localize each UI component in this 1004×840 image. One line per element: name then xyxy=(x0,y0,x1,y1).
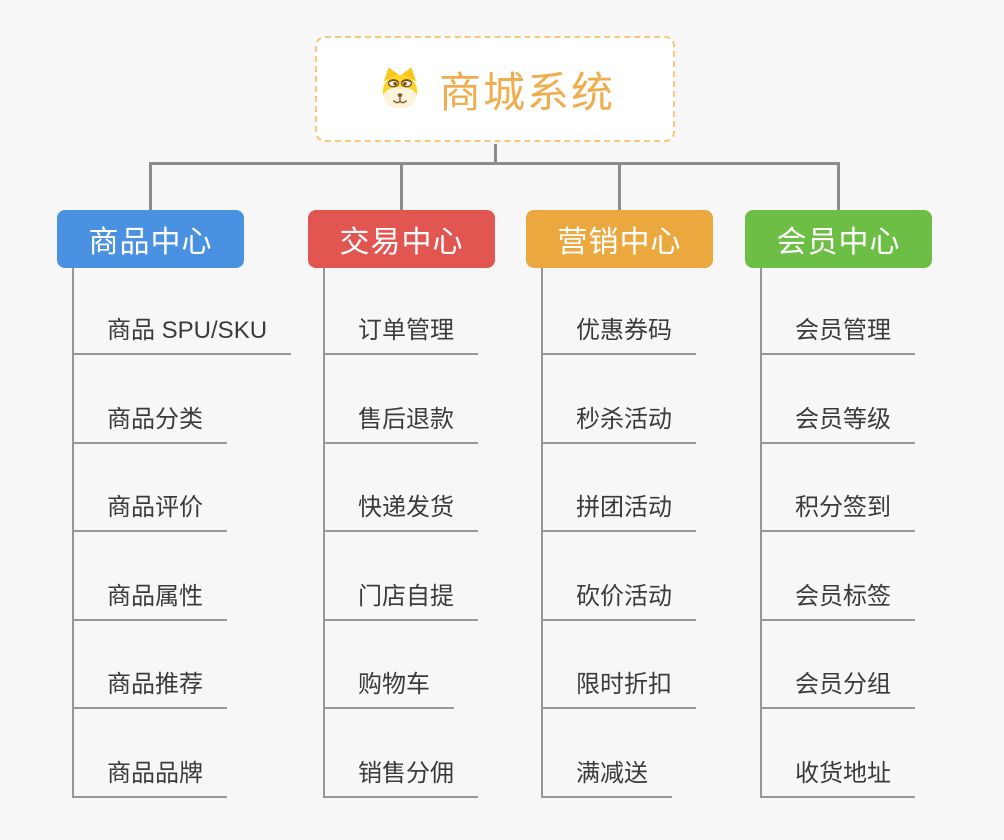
leaf-row: 积分签到 xyxy=(762,444,932,532)
leaf-item[interactable]: 商品分类 xyxy=(74,399,227,444)
leaf-item[interactable]: 门店自提 xyxy=(325,576,478,621)
branch-member: 会员中心会员管理会员等级积分签到会员标签会员分组收货地址 xyxy=(745,210,932,798)
leaf-row: 售后退款 xyxy=(325,355,495,444)
leaf-row: 销售分佣 xyxy=(325,709,495,798)
leaf-item[interactable]: 商品 SPU/SKU xyxy=(74,310,292,355)
connector-root-drop xyxy=(494,144,497,163)
leaf-row: 会员标签 xyxy=(762,532,932,621)
branch-marketing: 营销中心优惠券码秒杀活动拼团活动砍价活动限时折扣满减送 xyxy=(526,210,713,798)
leaf-row: 优惠券码 xyxy=(543,268,713,355)
leaf-row: 商品 SPU/SKU xyxy=(74,268,292,355)
leaf-row: 限时折扣 xyxy=(543,621,713,709)
leaf-row: 会员管理 xyxy=(762,268,932,355)
leaf-item[interactable]: 积分签到 xyxy=(762,487,915,532)
branch-trade: 交易中心订单管理售后退款快递发货门店自提购物车销售分佣 xyxy=(308,210,495,798)
leaf-item[interactable]: 收货地址 xyxy=(762,753,915,798)
leaf-row: 秒杀活动 xyxy=(543,355,713,444)
leaf-row: 收货地址 xyxy=(762,709,932,798)
leaf-list-trade: 订单管理售后退款快递发货门店自提购物车销售分佣 xyxy=(323,268,495,798)
leaf-row: 会员分组 xyxy=(762,621,932,709)
dog-face-icon xyxy=(382,67,418,109)
leaf-item[interactable]: 砍价活动 xyxy=(543,576,696,621)
leaf-item[interactable]: 商品属性 xyxy=(74,576,227,621)
leaf-list-member: 会员管理会员等级积分签到会员标签会员分组收货地址 xyxy=(760,268,932,798)
leaf-item[interactable]: 商品品牌 xyxy=(74,753,227,798)
connector-drop-member xyxy=(837,162,840,210)
leaf-item[interactable]: 会员分组 xyxy=(762,664,915,709)
leaf-list-marketing: 优惠券码秒杀活动拼团活动砍价活动限时折扣满减送 xyxy=(541,268,713,798)
leaf-row: 拼团活动 xyxy=(543,444,713,532)
leaf-item[interactable]: 秒杀活动 xyxy=(543,399,696,444)
leaf-row: 快递发货 xyxy=(325,444,495,532)
leaf-item[interactable]: 会员管理 xyxy=(762,310,915,355)
leaf-row: 购物车 xyxy=(325,621,495,709)
leaf-row: 商品属性 xyxy=(74,532,291,621)
category-node-trade[interactable]: 交易中心 xyxy=(308,210,495,268)
leaf-row: 商品推荐 xyxy=(74,621,291,709)
leaf-item[interactable]: 会员等级 xyxy=(762,399,915,444)
branch-product: 商品中心商品 SPU/SKU 商品分类商品评价商品属性商品推荐商品品牌 xyxy=(57,210,292,798)
leaf-item[interactable]: 会员标签 xyxy=(762,576,915,621)
leaf-list-product: 商品 SPU/SKU 商品分类商品评价商品属性商品推荐商品品牌 xyxy=(72,268,292,798)
leaf-row: 会员等级 xyxy=(762,355,932,444)
leaf-row: 商品分类 xyxy=(74,355,291,444)
leaf-item[interactable]: 售后退款 xyxy=(325,399,478,444)
leaf-item[interactable]: 拼团活动 xyxy=(543,487,696,532)
leaf-row: 门店自提 xyxy=(325,532,495,621)
connector-drop-product xyxy=(149,162,152,210)
category-node-member[interactable]: 会员中心 xyxy=(745,210,932,268)
leaf-item[interactable]: 限时折扣 xyxy=(543,664,696,709)
category-node-product[interactable]: 商品中心 xyxy=(57,210,244,268)
leaf-row: 订单管理 xyxy=(325,268,495,355)
root-node[interactable]: 商城系统 xyxy=(315,36,675,142)
leaf-item[interactable]: 销售分佣 xyxy=(325,753,478,798)
leaf-item[interactable]: 购物车 xyxy=(325,664,454,709)
leaf-row: 商品评价 xyxy=(74,444,291,532)
connector-drop-marketing xyxy=(618,162,621,210)
connector-drop-trade xyxy=(400,162,403,210)
leaf-item[interactable]: 商品评价 xyxy=(74,487,227,532)
leaf-row: 商品品牌 xyxy=(74,709,291,798)
leaf-item[interactable]: 优惠券码 xyxy=(543,310,696,355)
connector-bus xyxy=(149,162,840,165)
leaf-item[interactable]: 商品推荐 xyxy=(74,664,227,709)
leaf-item[interactable]: 快递发货 xyxy=(325,487,478,532)
leaf-row: 满减送 xyxy=(543,709,713,798)
category-node-marketing[interactable]: 营销中心 xyxy=(526,210,713,268)
leaf-row: 砍价活动 xyxy=(543,532,713,621)
leaf-item[interactable]: 满减送 xyxy=(543,753,672,798)
root-title: 商城系统 xyxy=(438,68,615,116)
leaf-item[interactable]: 订单管理 xyxy=(325,310,478,355)
